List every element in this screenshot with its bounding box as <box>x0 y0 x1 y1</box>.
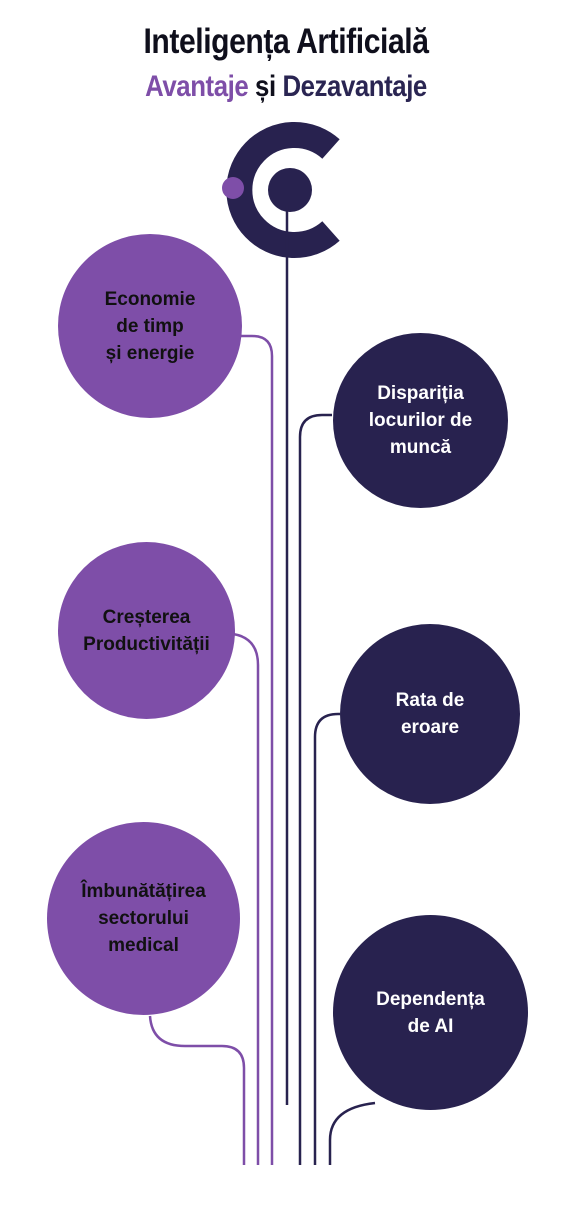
connector-advantage-2 <box>232 632 260 1165</box>
page-title: Inteligența Artificială <box>143 22 429 61</box>
advantage-label: Economie de timp și energie <box>104 288 196 364</box>
connector-advantage-1 <box>240 334 274 1165</box>
c-logo-icon <box>222 122 340 258</box>
subtitle-connector: și <box>248 70 283 103</box>
advantage-bubble-productivity: Creșterea Productivității <box>58 542 235 719</box>
connector-disadvantage-1 <box>298 413 332 1165</box>
subtitle-advantages: Avantaje <box>145 70 249 103</box>
subtitle-disadvantages: Dezavantaje <box>282 70 427 103</box>
disadvantage-label: Rata de eroare <box>395 690 465 738</box>
page-subtitle: Avantaje și Dezavantaje <box>40 70 532 104</box>
advantage-label: Îmbunătățirea sectorului medical <box>81 881 206 956</box>
disadvantage-bubble-error-rate: Rata de eroare <box>340 624 520 804</box>
disadvantage-label: Dispariția locurilor de muncă <box>368 383 473 458</box>
connector-disadvantage-2 <box>313 712 340 1165</box>
connector-disadvantage-3 <box>328 1101 376 1165</box>
disadvantage-bubble-job-loss: Dispariția locurilor de muncă <box>333 333 508 508</box>
connector-advantage-3 <box>148 1015 246 1165</box>
disadvantage-label: Dependența de AI <box>376 988 485 1037</box>
advantage-bubble-time-energy: Economie de timp și energie <box>58 234 242 418</box>
advantage-label: Creșterea Productivității <box>83 606 210 655</box>
advantage-bubble-medical: Îmbunătățirea sectorului medical <box>47 822 240 1015</box>
disadvantage-bubble-ai-dependency: Dependența de AI <box>333 915 528 1110</box>
